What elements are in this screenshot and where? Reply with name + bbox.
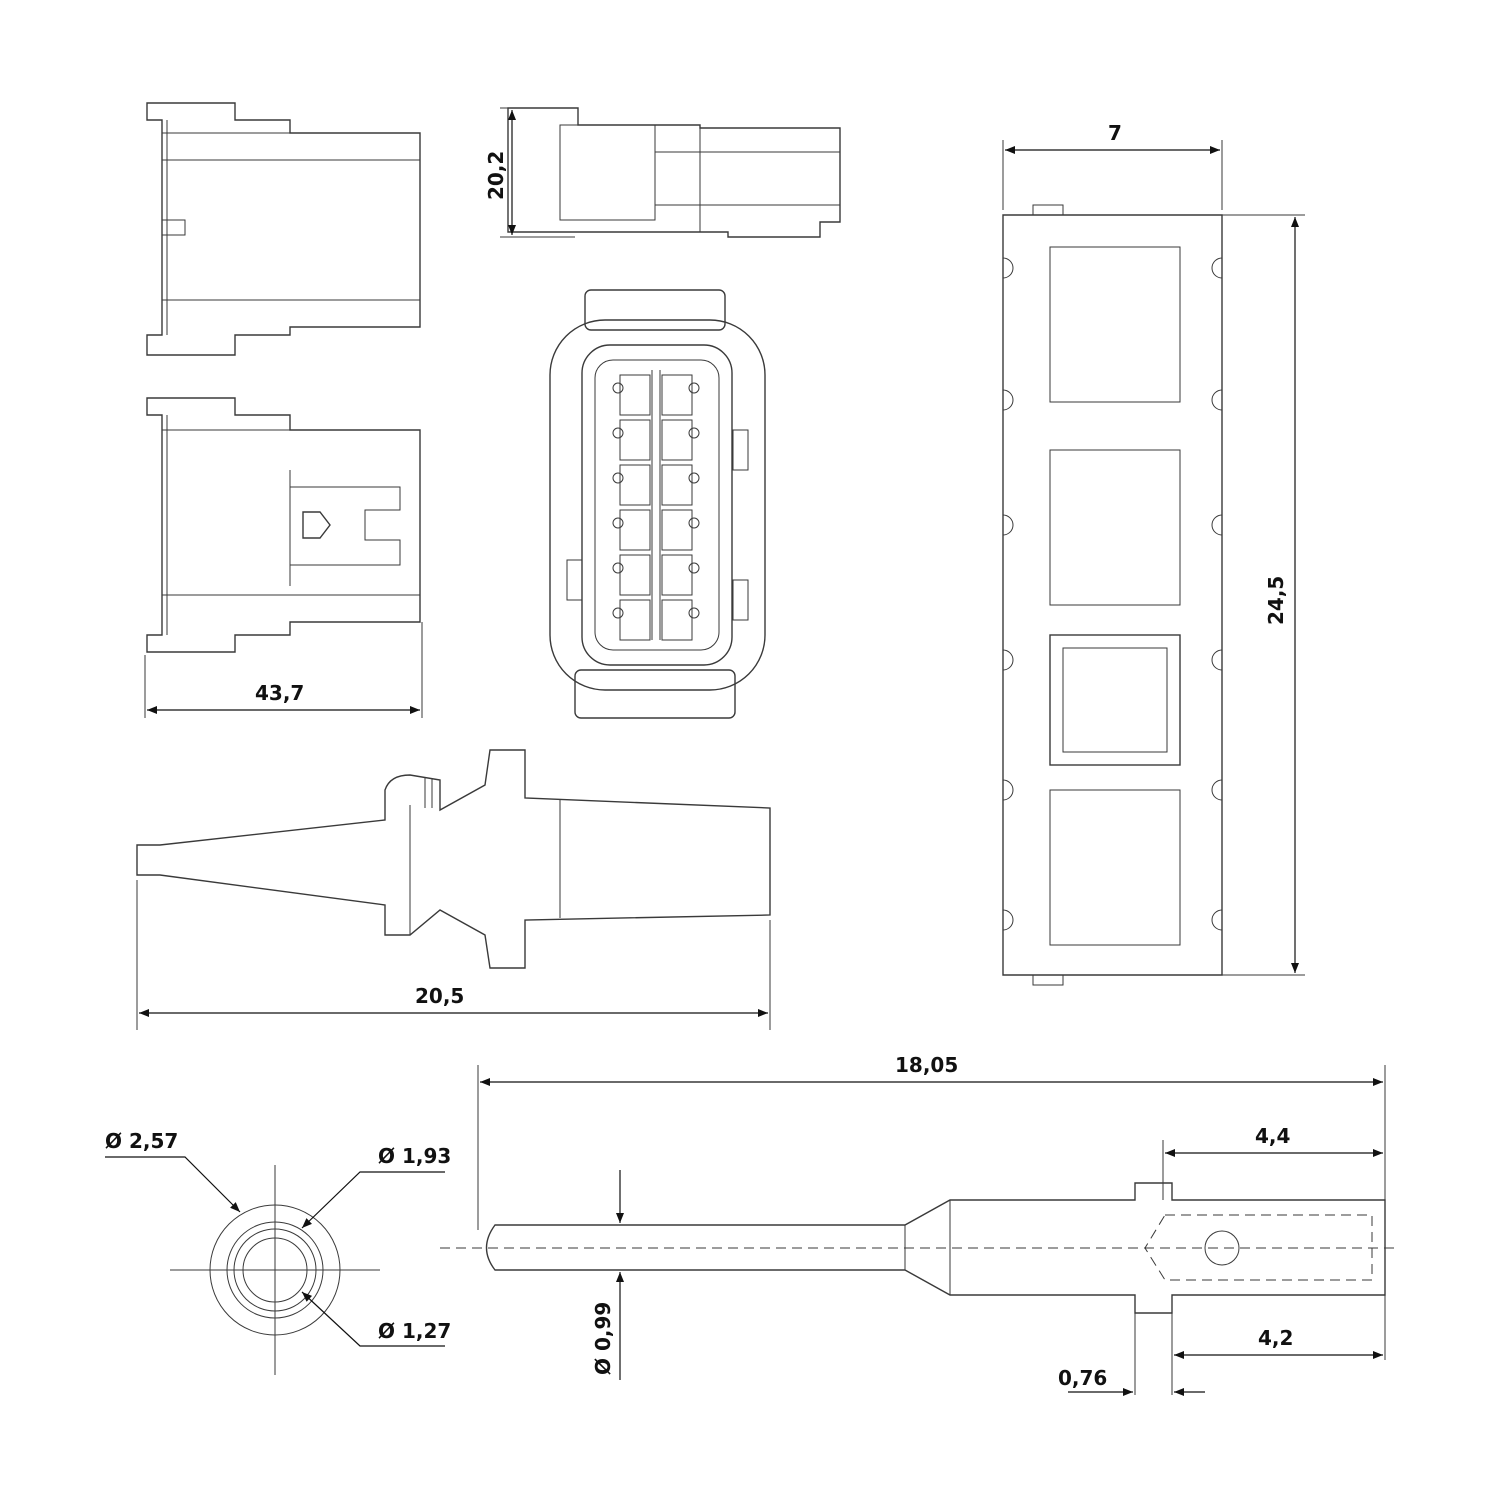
dim-barrel-inner: 4,2 — [1258, 1326, 1293, 1350]
dim-housing-length: 43,7 — [255, 681, 304, 705]
wedge-notches — [1002, 257, 1223, 931]
dim-pin-diameter: Ø 0,99 — [591, 1302, 615, 1375]
contact-pin-view — [440, 1182, 1395, 1314]
dim-end-outer: Ø 2,57 — [105, 1129, 178, 1153]
housing-side-view — [146, 397, 421, 653]
pin-cavities — [612, 374, 700, 641]
housing-small-side-view — [507, 107, 841, 238]
connector-front-face-view — [549, 289, 766, 719]
dim-barrel-outer: 4,4 — [1255, 1124, 1290, 1148]
dim-end-inner: Ø 1,27 — [378, 1319, 451, 1343]
seal-plug-view — [136, 749, 771, 969]
dim-contact-length: 18,05 — [895, 1053, 958, 1077]
contact-end-view — [105, 1156, 445, 1375]
dimension-lines — [136, 107, 1386, 1396]
dim-wedge-length: 24,5 — [1264, 576, 1288, 625]
wedge-lock-view — [1002, 204, 1223, 986]
dim-housing-height: 20,2 — [484, 151, 508, 200]
dim-wedge-width: 7 — [1108, 121, 1122, 145]
dim-collar: 0,76 — [1058, 1366, 1107, 1390]
dim-end-mid: Ø 1,93 — [378, 1144, 451, 1168]
dim-seal-length: 20,5 — [415, 984, 464, 1008]
housing-top-view — [146, 102, 421, 356]
